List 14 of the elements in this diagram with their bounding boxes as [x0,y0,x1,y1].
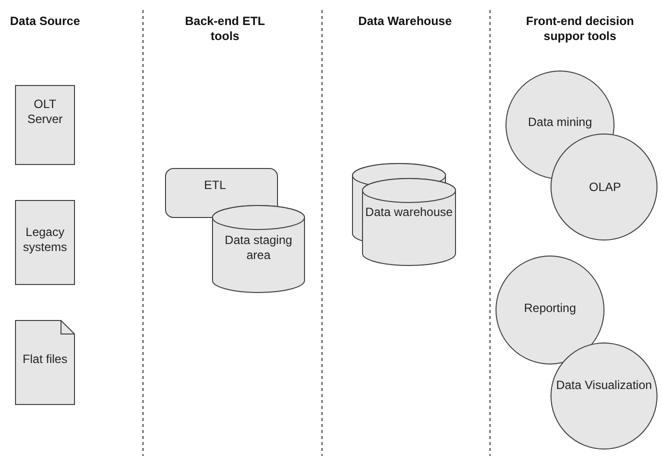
node-label: Data staging area [224,233,294,263]
node-label: Flat files [22,352,68,367]
node-label: OLT Server [26,97,64,127]
node-label: Data Visualization [555,378,653,393]
node-label: Data mining [526,115,594,130]
column-heading: Data Warehouse [357,14,453,29]
node-label: Data warehouse [364,205,454,220]
column-heading: Back-end ETL tools [184,14,266,44]
node-label: Legacy systems [22,225,68,255]
node-label: OLAP [588,180,622,195]
column-heading: Front-end decision suppor tools [525,14,635,44]
column-heading: Data Source [8,14,82,29]
node-label: Reporting [522,301,578,316]
node-label: ETL [202,178,227,193]
